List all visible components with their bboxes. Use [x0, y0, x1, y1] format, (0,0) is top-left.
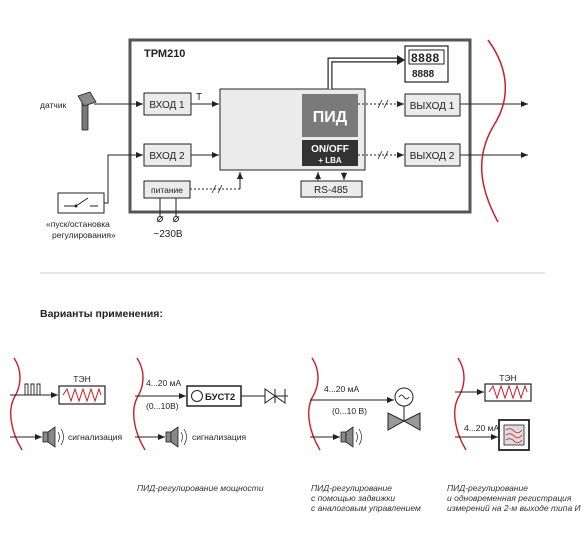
output1-box — [404, 93, 461, 117]
variant3-caption-1: ПИД-регулирование — [311, 483, 392, 493]
onoff-label: ON/OFF — [311, 144, 349, 155]
pid-block — [302, 94, 358, 137]
variant1-heater-label: ТЭН — [73, 374, 90, 384]
sensor-icon — [77, 91, 97, 131]
variant3-range2: (0...10 В) — [332, 406, 367, 416]
onoff-block — [302, 140, 358, 166]
recorder-icon — [498, 419, 530, 451]
rs485-box — [300, 180, 363, 198]
variant2-caption: ПИД-регулирование мощности — [137, 483, 264, 493]
variant3-range: 4...20 мА — [324, 384, 359, 394]
mains-label: ~230В — [153, 229, 183, 240]
variant4-caption-1: ПИД-регулирование — [447, 483, 528, 493]
variant2-range: 4...20 мА — [146, 378, 181, 388]
speaker-icon — [340, 426, 362, 448]
variant-2: 4...20 мА (0...10В) БУСТ2 сигнализация П… — [133, 357, 288, 493]
variant-4: ТЭН 4...20 мА ПИД-регулирование и одновр… — [447, 357, 582, 513]
variant2-range2: (0...10В) — [146, 401, 179, 411]
input1-label: ВХОД 1 — [149, 100, 185, 111]
speaker-icon — [42, 426, 64, 448]
speaker-icon — [165, 426, 187, 448]
switch-label-2: регулирования» — [52, 230, 116, 240]
device-title: ТРМ210 — [144, 48, 185, 60]
lba-label: + LBA — [318, 156, 342, 165]
output2-label: ВЫХОД 2 — [410, 151, 455, 162]
boundary-curve — [480, 39, 506, 223]
variant4-caption-2: и одновременная регистрация — [447, 493, 572, 503]
sensor-label: датчик — [40, 100, 67, 110]
section-title: Варианты применения: — [40, 308, 163, 320]
power-label: питание — [151, 185, 183, 195]
display-top: 8888 — [411, 51, 440, 65]
variant-3: 4...20 мА (0...10 В) ПИД-регулирование с… — [308, 357, 421, 513]
digital-display: 8888 8888 — [404, 45, 449, 83]
heater-icon — [58, 385, 106, 405]
variant1-alarm-label: сигнализация — [68, 432, 122, 442]
bust2-label: БУСТ2 — [205, 392, 235, 403]
rs485-label: RS-485 — [314, 185, 348, 196]
heater-icon — [484, 383, 532, 402]
variant4-caption-3: измерений на 2-м выходе типа И — [447, 503, 582, 513]
variant4-range: 4...20 мА — [464, 423, 499, 433]
switch-icon — [57, 192, 105, 214]
variant-1: ТЭН сигнализация — [10, 357, 122, 451]
variant3-caption-3: с аналоговым управлением — [311, 503, 421, 513]
output1-label: ВЫХОД 1 — [410, 101, 455, 112]
pulse-signal-icon — [22, 383, 44, 396]
switch-label-1: «пуск/остановка — [46, 219, 110, 229]
thyristor-icon — [258, 388, 288, 404]
display-bottom: 8888 — [412, 69, 435, 80]
t-label: T — [196, 92, 202, 103]
input2-label: ВХОД 2 — [149, 151, 185, 162]
pid-label: ПИД — [313, 109, 348, 126]
valve-icon — [387, 387, 421, 431]
variant2-alarm-label: сигнализация — [192, 432, 246, 442]
variant3-caption-2: с помощью задвижки — [311, 493, 395, 503]
variant4-heater-label: ТЭН — [499, 373, 516, 383]
